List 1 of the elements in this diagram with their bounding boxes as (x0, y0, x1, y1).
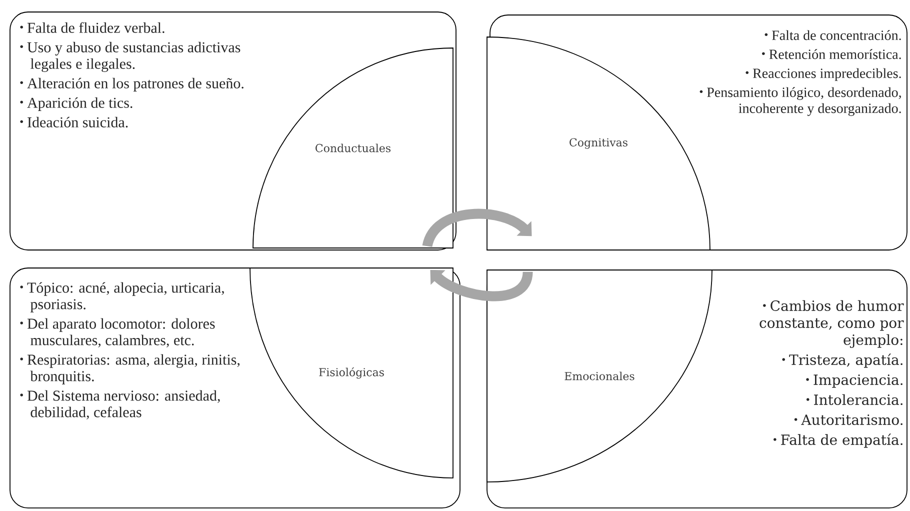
curved-arrow (422, 208, 532, 248)
